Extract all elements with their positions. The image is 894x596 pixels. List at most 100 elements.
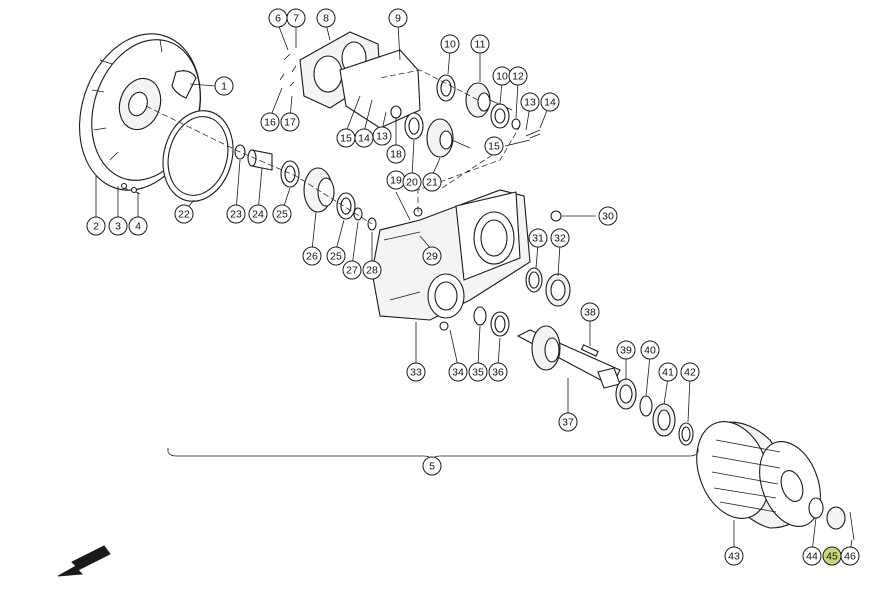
callout-25: 25 [272,204,292,224]
callout-number: 2 [93,221,99,233]
direction-arrow-icon [57,545,111,577]
callout-14: 14 [540,92,560,112]
callout-number: 4 [135,221,141,233]
callout-number: 41 [662,367,674,379]
callout-number: 17 [284,117,296,129]
callout-7: 7 [286,8,306,28]
callout-number: 13 [376,131,388,143]
callout-45: 45 [822,546,842,566]
callout-17: 17 [280,112,300,132]
callout-27: 27 [342,260,362,280]
callout-number: 34 [452,367,464,379]
callout-number: 9 [395,13,401,25]
callout-number: 40 [644,345,656,357]
callout-number: 38 [584,307,596,319]
callout-number: 37 [562,417,574,429]
callout-25: 25 [326,246,346,266]
callout-number: 15 [488,141,500,153]
callout-number: 14 [544,97,556,109]
callout-22: 22 [174,204,194,224]
callout-number: 21 [426,177,438,189]
callout-number: 20 [406,177,418,189]
callout-37: 37 [558,412,578,432]
shaft-bearings [615,378,694,446]
callout-number: 42 [684,367,696,379]
callout-21: 21 [422,172,442,192]
callout-number: 44 [806,551,818,563]
callout-number: 14 [358,133,370,145]
callout-number: 32 [554,233,566,245]
callout-number: 10 [444,39,456,51]
callout-28: 28 [362,260,382,280]
callout-46: 46 [840,546,860,566]
callout-number: 10 [496,71,508,83]
callout-number: 28 [366,265,378,277]
callout-number: 25 [276,209,288,221]
callout-8: 8 [316,8,336,28]
callout-23: 23 [226,204,246,224]
callout-number: 36 [492,367,504,379]
callout-number: 26 [306,251,318,263]
callout-number: 35 [472,367,484,379]
upper-gear-assembly [390,74,521,158]
callout-10: 10 [440,34,460,54]
belt-pulley [696,421,855,541]
callout-33: 33 [406,362,426,382]
callout-number: 6 [275,13,281,25]
callout-13: 13 [520,92,540,112]
callout-3: 3 [108,216,128,236]
callout-number: 29 [426,251,438,263]
callout-32: 32 [550,228,570,248]
callout-10: 10 [492,66,512,86]
callout-number: 23 [230,209,242,221]
callout-number: 30 [602,211,614,223]
callout-number: 43 [728,551,740,563]
assembly-lines [145,69,521,225]
callout-16: 16 [260,112,280,132]
callout-number: 8 [323,13,329,25]
housing-seals [473,267,571,337]
callout-1: 1 [214,76,234,96]
callout-36: 36 [488,362,508,382]
callout-26: 26 [302,246,322,266]
callout-34: 34 [448,362,468,382]
callout-15: 15 [336,128,356,148]
callout-number: 24 [252,209,264,221]
callout-number: 27 [346,265,358,277]
callout-number: 31 [532,233,544,245]
callout-43: 43 [724,546,744,566]
callout-number: 39 [620,345,632,357]
callout-30: 30 [598,206,618,226]
callout-number: 3 [115,221,121,233]
callout-9: 9 [388,8,408,28]
callout-number: 7 [293,13,299,25]
callout-number: 5 [429,461,435,473]
callout-number: 45 [826,551,838,563]
callout-number: 22 [178,209,190,221]
callout-39: 39 [616,340,636,360]
callout-4: 4 [128,216,148,236]
callout-6: 6 [268,8,288,28]
callout-2: 2 [86,216,106,236]
callout-12: 12 [508,66,528,86]
output-shaft [516,325,621,389]
bolts [120,53,541,195]
callout-19: 19 [386,170,406,190]
callout-number: 11 [475,39,486,51]
callout-15: 15 [484,136,504,156]
callout-29: 29 [422,246,442,266]
callout-number: 25 [330,251,342,263]
callout-number: 15 [340,133,352,145]
callout-14: 14 [354,128,374,148]
callout-40: 40 [640,340,660,360]
callout-number: 33 [410,367,422,379]
callout-11: 11 [470,34,490,54]
callout-42: 42 [680,362,700,382]
gasket-ring [162,110,234,202]
callout-5: 5 [422,456,442,476]
callout-20: 20 [402,172,422,192]
callout-number: 1 [221,81,227,93]
segment-piece [171,70,197,99]
